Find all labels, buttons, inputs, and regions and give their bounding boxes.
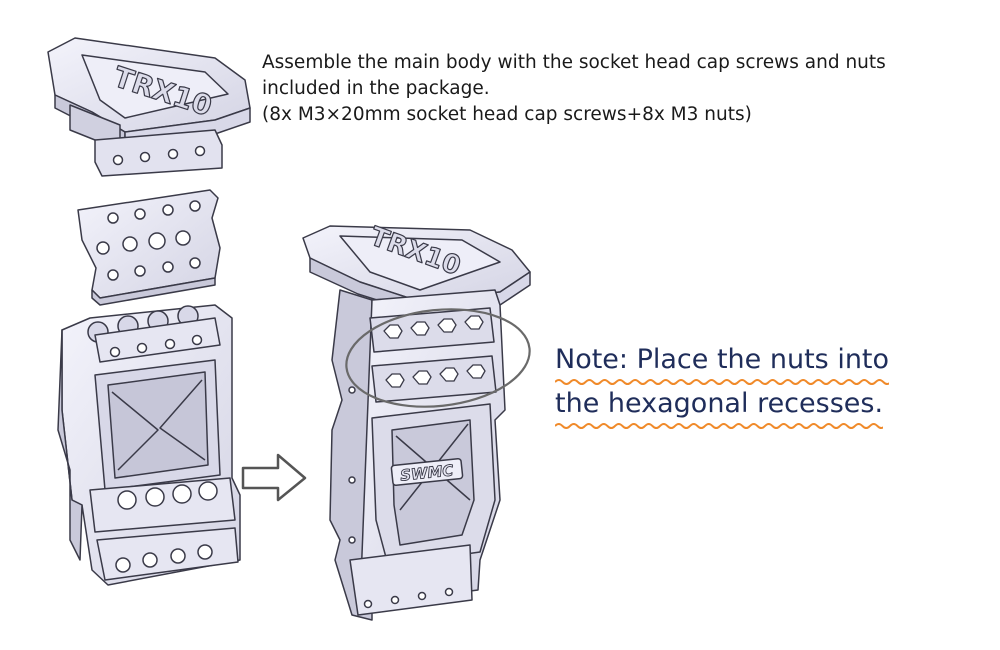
note-callout-text: Note: Place the nuts into the hexagonal … [555, 338, 890, 429]
main-body-part [57, 304, 241, 586]
wavy-underline-2 [555, 423, 884, 429]
hex-nut-set [383, 315, 486, 388]
instruction-text: Assemble the main body with the socket h… [262, 50, 992, 128]
nut-plate-part [77, 189, 221, 306]
top-cap-part: TRX10 [47, 37, 251, 177]
instruction-line-3: (8x M3×20mm socket head cap screws+8x M3… [262, 104, 752, 125]
note-line-1: Note: Place the nuts into [555, 338, 890, 385]
assembled-unit-part: TRX10 SWMC [302, 221, 531, 621]
nut-recess-callout-ellipse [345, 308, 531, 408]
instruction-line-1: Assemble the main body with the socket h… [262, 52, 886, 73]
note-line-2: the hexagonal recesses. [555, 382, 884, 429]
instruction-line-2: included in the package. [262, 78, 490, 99]
wavy-underline-1 [555, 379, 890, 385]
assembly-arrow-icon [241, 453, 307, 502]
